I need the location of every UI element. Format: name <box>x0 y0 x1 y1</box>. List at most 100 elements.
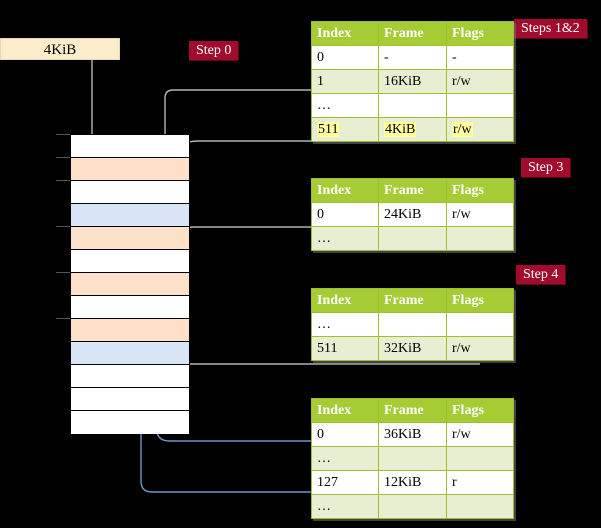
table-cell-index: 511 <box>311 336 379 361</box>
memory-frame <box>71 135 189 158</box>
table-row: … <box>311 93 514 118</box>
step-badge-step-0: Step 0 <box>189 41 239 60</box>
column-header-frame: Frame <box>378 21 447 46</box>
table-cell-flags: r/w <box>446 117 514 142</box>
column-header-flags: Flags <box>446 398 514 423</box>
table-row: 0-- <box>311 45 514 70</box>
column-header-frame: Frame <box>378 398 447 423</box>
step-badge-label: Step 3 <box>528 160 564 175</box>
table-row: … <box>311 494 514 519</box>
column-header-flags: Flags <box>446 178 514 203</box>
table-cell-index: … <box>311 93 379 118</box>
table-cell-frame: 24KiB <box>378 202 447 227</box>
table-cell-frame: 32KiB <box>378 336 447 361</box>
table-cell-frame: 12KiB <box>378 470 447 495</box>
memory-frame <box>71 158 189 181</box>
table-cell-flags: - <box>446 45 514 70</box>
highlighted-value: 511 <box>317 122 340 137</box>
physical-memory-column <box>70 134 190 434</box>
step-badge-label: Step 0 <box>196 43 232 58</box>
wire-table0-row511-to-memory <box>171 140 480 153</box>
memory-frame <box>71 411 189 434</box>
table-cell-flags <box>446 226 514 251</box>
table-row: … <box>311 226 514 251</box>
memory-frame <box>71 365 189 388</box>
table-cell-frame: 4KiB <box>378 117 447 142</box>
table-cell-flags: r/w <box>446 202 514 227</box>
table-cell-frame <box>378 93 447 118</box>
table-cell-index: … <box>311 226 379 251</box>
table-cell-frame: - <box>378 45 447 70</box>
memory-frame-tick <box>56 272 70 273</box>
table-row: … <box>311 312 514 337</box>
table-cell-index: 0 <box>311 202 379 227</box>
table-cell-flags: r/w <box>446 69 514 94</box>
memory-frame <box>71 273 189 296</box>
step-badge-label: Step 4 <box>523 267 559 282</box>
table-header-row: Index Frame Flags <box>311 21 514 46</box>
table-cell-frame: 36KiB <box>378 422 447 447</box>
memory-frame <box>71 227 189 250</box>
table-cell-index: 0 <box>311 422 379 447</box>
memory-frame-tick <box>56 157 70 158</box>
table-cell-flags <box>446 93 514 118</box>
column-header-frame: Frame <box>378 288 447 313</box>
table-cell-index: 1 <box>311 69 379 94</box>
memory-frame-tick <box>56 180 70 181</box>
table-cell-flags <box>446 312 514 337</box>
table-row: … <box>311 446 514 471</box>
table-cell-frame: 16KiB <box>378 69 447 94</box>
table-cell-frame <box>378 494 447 519</box>
memory-frame <box>71 319 189 342</box>
memory-frame-tick <box>56 318 70 319</box>
table-cell-index: … <box>311 494 379 519</box>
column-header-index: Index <box>311 398 379 423</box>
step-badge-steps-1-2: Steps 1&2 <box>514 19 587 38</box>
table-cell-index: … <box>311 312 379 337</box>
memory-frame <box>71 342 189 365</box>
table-cell-flags: r/w <box>446 422 514 447</box>
table-cell-index: 0 <box>311 45 379 70</box>
memory-frame <box>71 250 189 273</box>
table-header-row: Index Frame Flags <box>311 178 514 203</box>
request-size-box: 4KiB <box>0 38 120 60</box>
table-cell-flags <box>446 446 514 471</box>
memory-frame <box>71 388 189 411</box>
column-header-index: Index <box>311 178 379 203</box>
memory-frame-tick <box>56 226 70 227</box>
table-cell-flags <box>446 494 514 519</box>
column-header-flags: Flags <box>446 288 514 313</box>
table-header-row: Index Frame Flags <box>311 398 514 423</box>
request-size-label: 4KiB <box>43 42 77 58</box>
table-cell-frame <box>378 446 447 471</box>
table-cell-flags: r/w <box>446 336 514 361</box>
memory-frame <box>71 181 189 204</box>
column-header-frame: Frame <box>378 178 447 203</box>
memory-frame <box>71 296 189 319</box>
highlighted-value: r/w <box>452 122 473 137</box>
step-badge-step-3: Step 3 <box>521 158 571 177</box>
column-header-flags: Flags <box>446 21 514 46</box>
table-cell-index: … <box>311 446 379 471</box>
highlighted-value: 4KiB <box>384 122 417 137</box>
table-row: 511 4KiB r/w <box>311 117 514 142</box>
table-cell-index: 511 <box>311 117 379 142</box>
memory-frame-tick <box>56 134 70 135</box>
step-badge-label: Steps 1&2 <box>521 21 580 36</box>
table-cell-frame <box>378 226 447 251</box>
table-cell-index: 127 <box>311 470 379 495</box>
column-header-index: Index <box>311 21 379 46</box>
